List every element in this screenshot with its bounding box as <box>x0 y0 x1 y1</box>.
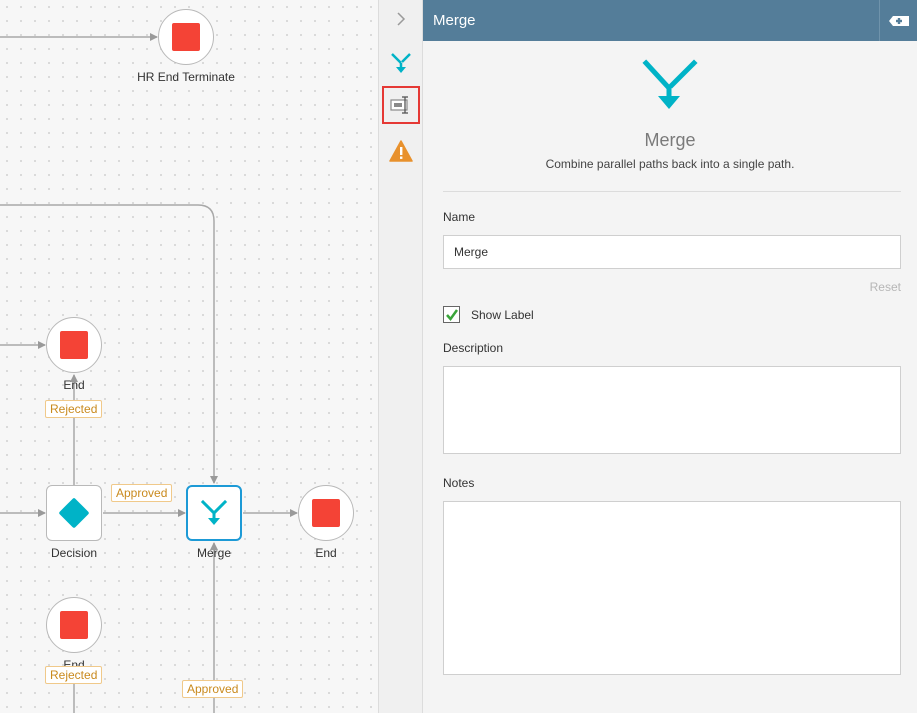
notes-label: Notes <box>443 476 475 490</box>
workflow-connectors <box>0 33 298 713</box>
name-field[interactable] <box>443 235 901 269</box>
decision-diamond-icon <box>58 497 90 529</box>
add-tag-icon <box>888 15 909 26</box>
edge-label-rejected[interactable]: Rejected <box>45 666 103 684</box>
label-edit-icon <box>390 96 408 114</box>
node-label: Decision <box>50 546 98 560</box>
properties-icon-rail <box>378 0 423 713</box>
end-node[interactable] <box>46 597 102 653</box>
show-label-text: Show Label <box>471 308 534 322</box>
description-field[interactable] <box>443 366 901 454</box>
panel-header: Merge <box>423 0 917 41</box>
panel-title: Merge <box>433 12 476 29</box>
end-node[interactable] <box>298 485 354 541</box>
edge-label-approved[interactable]: Approved <box>182 680 244 698</box>
collapse-panel-button[interactable] <box>382 0 420 38</box>
stop-icon <box>60 331 88 359</box>
node-label: HR End Terminate <box>137 70 235 84</box>
rail-warning-button[interactable] <box>382 132 420 170</box>
merge-icon <box>200 499 228 525</box>
rail-label-edit-button[interactable] <box>382 86 420 124</box>
merge-node[interactable] <box>186 485 242 541</box>
rail-merge-button[interactable] <box>382 44 420 82</box>
edge-label-rejected[interactable]: Rejected <box>45 400 103 418</box>
node-type-description: Combine parallel paths back into a singl… <box>545 157 795 171</box>
end-node[interactable] <box>46 317 102 373</box>
node-summary: Merge Combine parallel paths back into a… <box>423 41 917 171</box>
merge-icon <box>391 53 411 73</box>
show-label-checkbox[interactable] <box>443 306 460 323</box>
hr-end-terminate-node[interactable] <box>158 9 214 65</box>
divider <box>443 191 901 192</box>
node-label: End <box>63 378 85 392</box>
merge-icon <box>642 59 698 109</box>
stop-icon <box>312 499 340 527</box>
node-label: Merge <box>196 546 231 560</box>
name-label: Name <box>443 210 476 224</box>
notes-field[interactable] <box>443 501 901 675</box>
stop-icon <box>60 611 88 639</box>
checkmark-icon <box>445 308 458 321</box>
properties-panel: Merge Merge Combine parallel paths back … <box>423 0 917 713</box>
workflow-canvas[interactable]: HR End Terminate End Rejected Decision A… <box>0 0 378 713</box>
chevron-right-icon <box>397 12 406 26</box>
warning-icon <box>389 140 413 162</box>
decision-node[interactable] <box>46 485 102 541</box>
description-label: Description <box>443 341 504 355</box>
edge-label-approved[interactable]: Approved <box>111 484 173 502</box>
stop-icon <box>172 23 200 51</box>
reset-link[interactable]: Reset <box>869 280 901 294</box>
node-type-title: Merge <box>644 130 696 150</box>
panel-header-action-button[interactable] <box>879 0 917 41</box>
node-label: End <box>315 546 337 560</box>
